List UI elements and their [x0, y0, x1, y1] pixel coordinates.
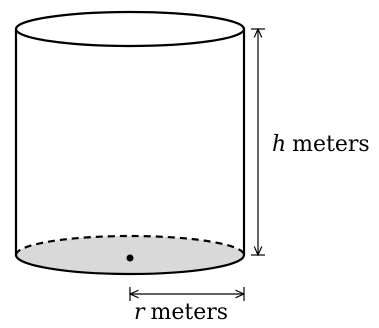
height-variable: h	[272, 132, 287, 157]
height-unit: meters	[292, 132, 370, 157]
radius-variable: r	[134, 300, 145, 325]
cylinder-top-face	[14, 10, 246, 48]
base-center-point	[126, 254, 134, 262]
radius-unit: meters	[150, 300, 229, 325]
cylinder-bottom-front-edge	[14, 254, 246, 276]
cylinder-bottom-back-edge	[14, 234, 246, 256]
